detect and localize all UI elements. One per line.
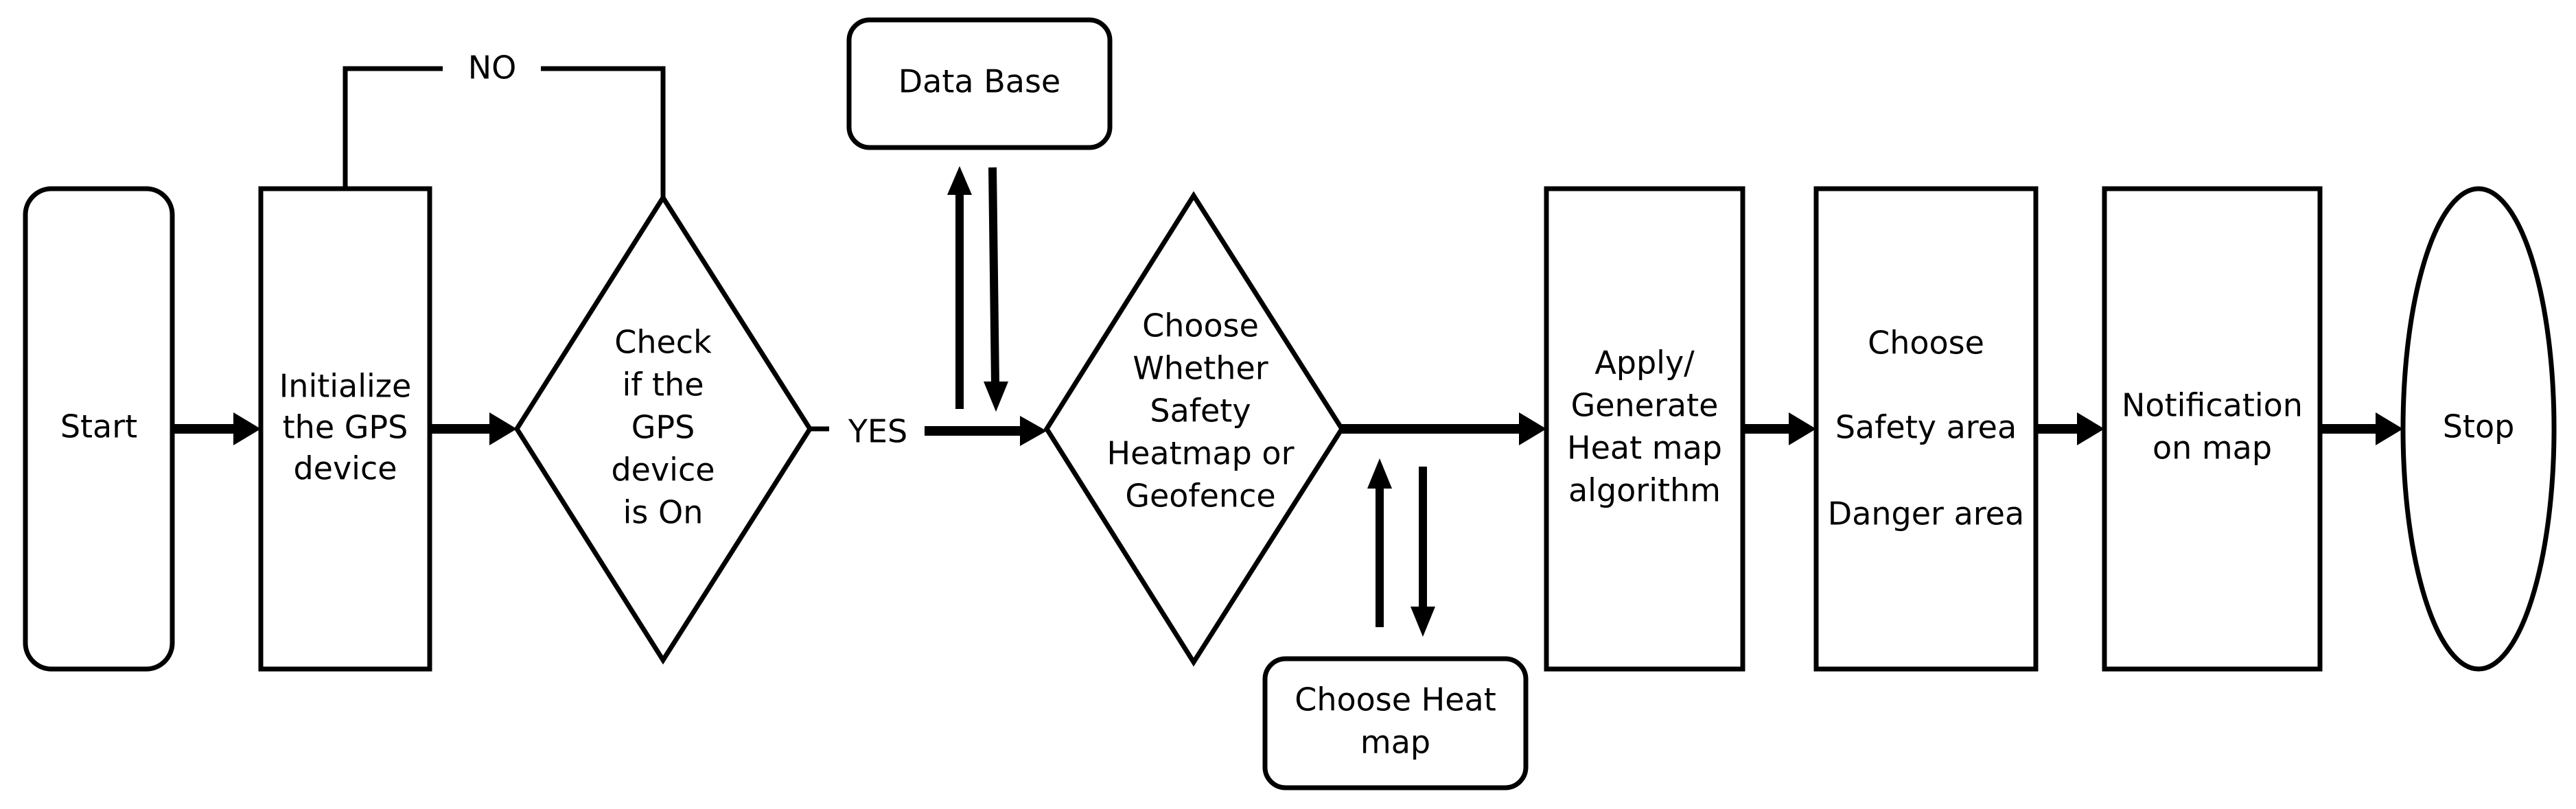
arrow-start-to-init (172, 412, 261, 445)
arrow-area-to-notification (2036, 412, 2104, 445)
check-gps-line-1: Check (614, 324, 712, 361)
choose-heat-map-line-2: map (1360, 724, 1430, 761)
node-check-gps-decision: Check if the GPS device is On (513, 193, 813, 665)
init-gps-line-2: the GPS (283, 409, 408, 446)
init-gps-line-1: Initialize (279, 368, 412, 405)
yes-edge-label: YES (848, 413, 907, 450)
notification-line-1: Notification (2122, 387, 2303, 424)
arrow-choose-to-apply (1342, 412, 1546, 445)
start-label: Start (60, 408, 137, 445)
node-stop: Stop (2400, 186, 2557, 672)
arrow-from-database (984, 167, 1008, 412)
choose-mode-line-5: Geofence (1125, 478, 1275, 515)
no-edge-label: NO (468, 49, 517, 86)
choose-mode-line-3: Safety (1150, 392, 1251, 430)
notification-line-2: on map (2153, 430, 2272, 467)
check-gps-line-5: is On (623, 494, 704, 531)
arrow-to-database (947, 166, 972, 409)
node-choose-mode-decision: Choose Whether Safety Heatmap or Geofenc… (1043, 191, 1345, 667)
node-choose-heat-map: Choose Heat map (1262, 656, 1529, 790)
node-apply-heat-map: Apply/ Generate Heat map algorithm (1544, 186, 1745, 672)
apply-heat-map-line-3: Heat map (1567, 430, 1722, 467)
node-notification: Notification on map (2102, 186, 2323, 672)
apply-heat-map-line-4: algorithm (1568, 472, 1721, 509)
init-gps-line-3: device (293, 450, 397, 487)
no-loop-left-line (343, 66, 443, 189)
choose-mode-line-4: Heatmap or (1107, 435, 1295, 472)
choose-heat-map-line-1: Choose Heat (1295, 681, 1496, 718)
check-gps-line-3: GPS (631, 409, 695, 446)
node-database: Data Base (846, 17, 1113, 150)
arrow-apply-to-area (1743, 412, 1816, 445)
arrow-init-to-check (430, 412, 517, 445)
arrow-to-choose-mode-from-heat-map (1367, 458, 1392, 627)
arrow-to-heat-map (1411, 467, 1435, 637)
choose-mode-line-2: Whether (1133, 350, 1268, 387)
check-gps-line-4: device (611, 452, 715, 489)
apply-heat-map-line-2: Generate (1571, 387, 1719, 424)
choose-area-line-3: Danger area (1828, 495, 2024, 532)
check-gps-line-2: if the (622, 366, 704, 403)
choose-mode-line-1: Choose (1142, 307, 1259, 344)
no-loop-right-line (541, 66, 666, 198)
stop-label: Stop (2443, 408, 2515, 445)
arrow-notification-to-stop (2320, 412, 2403, 445)
choose-area-line-2: Safety area (1835, 409, 2017, 446)
apply-heat-map-line-1: Apply/ (1594, 344, 1695, 382)
node-start: Start (23, 186, 175, 672)
node-initialize-gps: Initialize the GPS device (258, 186, 432, 672)
database-label: Data Base (898, 63, 1060, 100)
arrow-check-yes-to-choose (810, 416, 1047, 446)
node-choose-area: Choose Safety area Danger area (1813, 186, 2039, 672)
choose-area-line-1: Choose (1868, 325, 1984, 362)
